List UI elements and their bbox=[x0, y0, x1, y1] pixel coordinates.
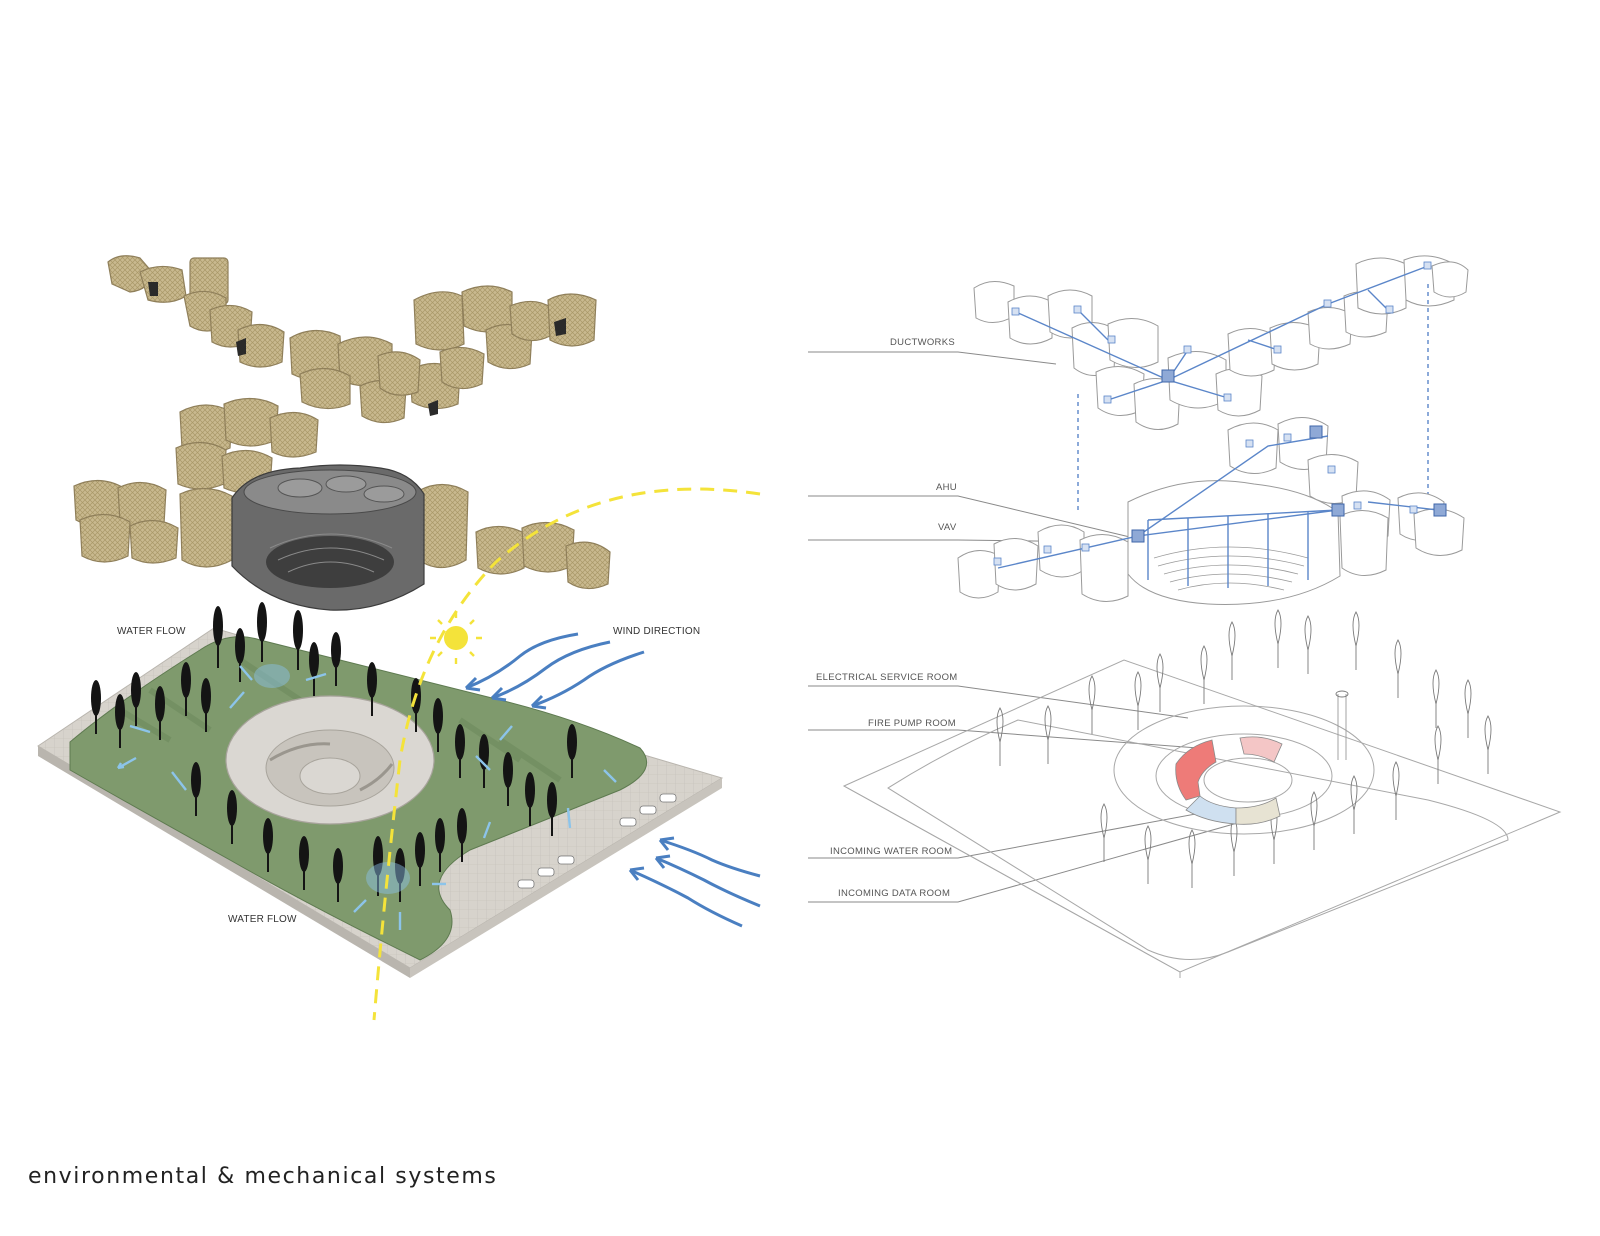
wind-direction-label: WIND DIRECTION bbox=[613, 626, 701, 637]
environmental-diagram bbox=[37, 255, 761, 1021]
page-caption: environmental & mechanical systems bbox=[28, 1164, 498, 1189]
vav-boxes-middle bbox=[993, 433, 1418, 566]
ductworks-label: DUCTWORKS bbox=[890, 337, 955, 348]
leader-lines bbox=[808, 351, 1249, 903]
electrical-service-room bbox=[1239, 736, 1283, 763]
ahu-unit-upper bbox=[1161, 369, 1175, 383]
site-platform bbox=[37, 627, 724, 978]
incoming-data-room bbox=[1235, 797, 1281, 825]
mechanical-diagram bbox=[808, 255, 1562, 978]
fire-pump-room-label: FIRE PUMP ROOM bbox=[868, 718, 956, 729]
electrical-service-room-label: ELECTRICAL SERVICE ROOM bbox=[816, 672, 958, 683]
ductwork-runs-upper bbox=[1015, 265, 1429, 512]
ground-site-outline bbox=[842, 659, 1562, 978]
sun-icon bbox=[430, 612, 482, 664]
auditorium-outline bbox=[1153, 546, 1309, 591]
middle-level-modules bbox=[957, 417, 1465, 605]
ahu-label: AHU bbox=[936, 482, 957, 493]
upper-duct-modules bbox=[973, 255, 1469, 430]
roof-modules-upper bbox=[107, 255, 597, 424]
ahu-units-middle bbox=[1131, 425, 1447, 543]
vav-label: VAV bbox=[938, 522, 957, 533]
sun-path bbox=[372, 487, 761, 1021]
water-flow-label-bottom: WATER FLOW bbox=[228, 914, 297, 925]
vav-boxes-upper bbox=[1011, 261, 1432, 404]
auditorium-cutaway bbox=[231, 464, 425, 611]
incoming-data-room-label: INCOMING DATA ROOM bbox=[838, 888, 951, 899]
ground-trees-outline bbox=[996, 609, 1492, 888]
wind-direction-arrows bbox=[464, 632, 761, 928]
trees bbox=[91, 602, 577, 902]
roof-module-openings bbox=[148, 282, 566, 416]
water-flow-label-top: WATER FLOW bbox=[117, 626, 186, 637]
fire-pump-room bbox=[1175, 739, 1217, 801]
water-flow-arrows bbox=[116, 664, 617, 930]
parked-cars bbox=[517, 793, 677, 889]
service-rooms bbox=[1175, 736, 1283, 825]
incoming-water-room-label: INCOMING WATER ROOM bbox=[830, 846, 953, 857]
building-modules-lower bbox=[73, 397, 611, 590]
